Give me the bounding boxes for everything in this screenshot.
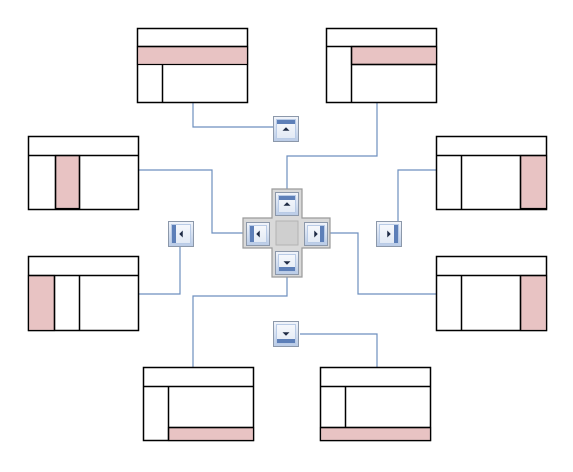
window-frame bbox=[27, 135, 140, 211]
window-frame bbox=[136, 27, 249, 104]
dock-side-strip bbox=[277, 339, 295, 343]
dock-target-highlight bbox=[519, 154, 548, 210]
compass-center bbox=[275, 220, 299, 246]
bottom-guide bbox=[273, 321, 299, 347]
compass-left-button bbox=[246, 222, 270, 246]
connector-line-3 bbox=[138, 169, 247, 234]
dock-target-highlight bbox=[136, 45, 249, 66]
dock-target-highlight bbox=[167, 426, 255, 442]
connector-line-8 bbox=[300, 333, 378, 367]
connector-line-7 bbox=[192, 272, 288, 367]
top-guide bbox=[273, 116, 299, 142]
connector-line-5 bbox=[138, 245, 181, 295]
bottom-left-pane bbox=[142, 366, 255, 442]
right-guide bbox=[376, 221, 402, 247]
dock-target-highlight bbox=[319, 426, 432, 442]
dock-side-strip bbox=[279, 267, 295, 271]
connector-line-6 bbox=[327, 232, 436, 295]
dock-target-highlight bbox=[350, 45, 438, 66]
dock-side-strip bbox=[320, 226, 324, 242]
top-left-pane bbox=[136, 27, 249, 104]
top-right-pane bbox=[325, 27, 438, 104]
left-lower-pane bbox=[27, 255, 140, 332]
right-arrow-icon bbox=[387, 230, 391, 238]
left-upper-pane bbox=[27, 135, 140, 211]
connector-line-1 bbox=[192, 103, 273, 128]
right-lower-pane bbox=[435, 255, 548, 332]
connector-line-4 bbox=[397, 169, 436, 221]
dock-side-strip bbox=[277, 120, 295, 124]
dock-side-strip bbox=[394, 225, 398, 243]
dock-side-strip bbox=[250, 226, 254, 242]
up-arrow-icon bbox=[282, 127, 290, 131]
down-arrow-icon bbox=[283, 261, 291, 265]
compass-up-button bbox=[275, 192, 299, 216]
connector-lines bbox=[138, 103, 436, 367]
down-arrow-icon bbox=[282, 332, 290, 336]
dock-target-highlight bbox=[54, 154, 81, 210]
connector-line-2 bbox=[286, 103, 378, 190]
compass-down-button bbox=[275, 251, 299, 275]
up-arrow-icon bbox=[283, 202, 291, 206]
dock-target-highlight bbox=[519, 274, 548, 332]
docking-compass bbox=[242, 188, 331, 278]
right-arrow-icon bbox=[314, 230, 318, 238]
dock-target-highlight bbox=[27, 274, 56, 332]
bottom-right-pane bbox=[319, 366, 432, 442]
right-upper-pane bbox=[435, 135, 548, 211]
compass-right-button bbox=[304, 222, 328, 246]
left-arrow-icon bbox=[256, 230, 260, 238]
left-guide bbox=[168, 221, 194, 247]
dock-side-strip bbox=[172, 225, 176, 243]
dock-side-strip bbox=[279, 196, 295, 200]
left-arrow-icon bbox=[179, 230, 183, 238]
window-frame bbox=[325, 27, 438, 104]
